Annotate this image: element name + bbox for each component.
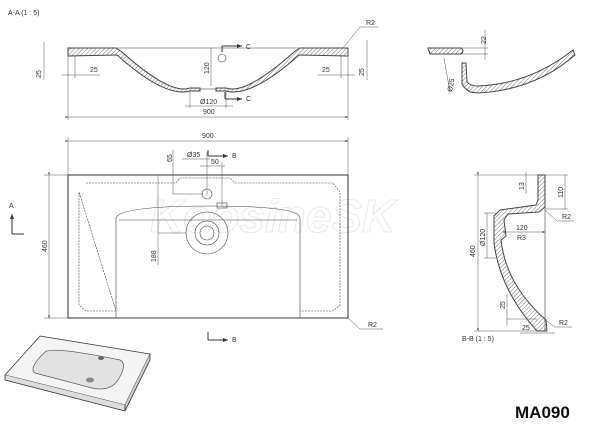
section-c-detail: 22 Ø25 (427, 30, 576, 94)
basin-profile-right (215, 47, 349, 93)
dim-rim-left: 25 (90, 67, 98, 74)
dim-bb-radius-bottom: R2 (559, 320, 568, 327)
isometric-view (4, 335, 151, 412)
overflow-hole (217, 53, 227, 63)
cut-c-top: C (246, 44, 251, 51)
dim-thick-right: 25 (359, 68, 366, 76)
dim-bb-drain: Ø120 (480, 229, 487, 246)
dim-plan-width: 900 (202, 133, 214, 140)
section-a-a-label: A-A (1 : 5) (8, 10, 40, 17)
model-code: MA090 (515, 403, 570, 422)
section-b-b: 460 13 110 R2 Ø120 120 R3 25 25 R2 B-B (… (462, 172, 574, 343)
dim-bb-top-thickness: 13 (519, 182, 526, 190)
drain-inner (199, 225, 215, 241)
dim-overflow: Ø25 (447, 78, 456, 92)
dim-depth: 120 (204, 62, 211, 74)
section-b-b-label: B-B (1 : 5) (462, 336, 494, 343)
view-arrow-a: A (9, 203, 14, 210)
cut-b-top: B (232, 153, 237, 160)
dim-bb-bottom-width: 25 (522, 325, 530, 332)
dim-bb-height: 460 (470, 245, 477, 257)
dim-rim-right: 25 (322, 67, 330, 74)
watermark: KoosineSK (150, 190, 398, 242)
dim-bb-bottom-height: 25 (500, 301, 507, 309)
dim-drain: Ø120 (200, 99, 217, 106)
cut-c-bottom: C (246, 96, 251, 103)
dim-tap-hole: Ø35 (187, 152, 200, 159)
dim-tap-offset: 50 (211, 159, 219, 166)
cut-b-bottom: B (232, 337, 237, 344)
plan-view: 900 Ø35 50 65 188 460 R2 B B A (9, 133, 383, 344)
dim-tap-from-back: 65 (167, 154, 174, 162)
section-a-a: A-A (1 : 5) 900 25 25 25 25 120 Ø120 R2 … (8, 10, 378, 120)
dim-bb-radius-top: R2 (562, 214, 571, 221)
dim-bb-drain-width: 120 (516, 225, 528, 232)
basin-profile-left (67, 47, 201, 93)
dim-thick-left: 25 (36, 70, 43, 78)
dim-width: 900 (203, 109, 215, 116)
dim-bb-radius-inner: R3 (517, 235, 526, 242)
dim-drain-from-back: 188 (151, 250, 158, 262)
dim-thickness: 22 (481, 36, 488, 44)
dim-bb-top-depth: 110 (558, 187, 565, 198)
dim-radius: R2 (366, 20, 375, 27)
dim-plan-depth: 460 (42, 240, 49, 252)
dim-plan-radius: R2 (368, 322, 377, 329)
basin-outline (115, 205, 301, 319)
